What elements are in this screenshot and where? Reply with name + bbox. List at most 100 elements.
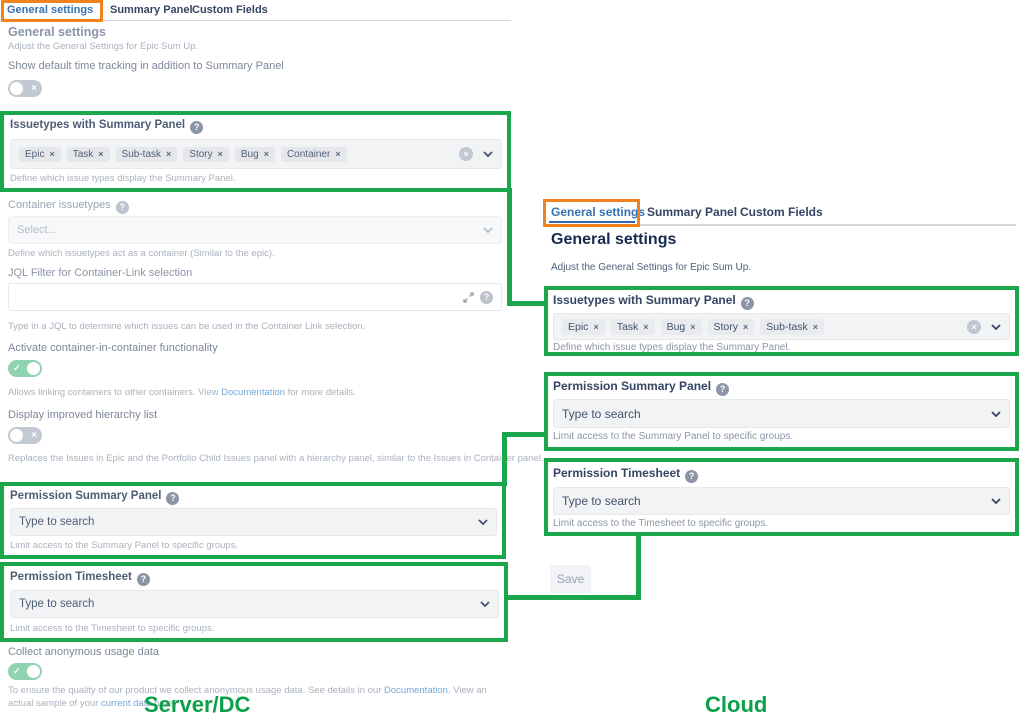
tag-subtask[interactable]: Sub-task× <box>115 146 178 162</box>
tag-task[interactable]: Task× <box>610 318 655 335</box>
tag-story[interactable]: Story× <box>707 318 755 335</box>
remove-tag-icon[interactable]: × <box>263 149 269 159</box>
page-subtitle: Adjust the General Settings for Epic Sum… <box>551 262 752 273</box>
toggle-on-icon: ✓ <box>13 666 21 676</box>
hierarchy-list-help: Replaces the Issues in Epic and the Port… <box>8 453 544 464</box>
container-issuetypes-select[interactable]: Select... <box>8 216 502 244</box>
page-title: General settings <box>551 231 677 248</box>
remove-tag-icon[interactable]: × <box>166 149 172 159</box>
permission-summary-section: Permission Summary Panel? Type to search… <box>544 372 1019 451</box>
help-icon[interactable]: ? <box>190 121 204 134</box>
usage-data-label: Collect anonymous usage data <box>8 646 160 658</box>
help-icon[interactable]: ? <box>136 573 150 586</box>
documentation-link[interactable]: Documentation <box>384 685 448 696</box>
remove-tag-icon[interactable]: × <box>743 321 749 332</box>
chevron-down-icon[interactable] <box>991 498 1001 504</box>
tag-bug[interactable]: Bug× <box>234 146 275 162</box>
tab-summary-panel-server[interactable]: Summary Panel <box>110 4 193 16</box>
permission-summary-help: Limit access to the Summary Panel to spe… <box>10 540 239 551</box>
permission-timesheet-select[interactable]: Type to search <box>553 487 1010 515</box>
chevron-down-icon[interactable] <box>478 519 488 525</box>
time-tracking-toggle[interactable]: × <box>8 80 42 97</box>
remove-tag-icon[interactable]: × <box>217 149 223 159</box>
save-button[interactable]: Save <box>550 565 591 593</box>
expand-icon[interactable] <box>463 291 474 303</box>
help-icon[interactable]: ? <box>740 297 754 310</box>
tag-task[interactable]: Task× <box>66 146 110 162</box>
help-icon[interactable]: ? <box>115 201 129 214</box>
chevron-down-icon[interactable] <box>480 601 490 607</box>
toggle-knob <box>10 82 23 95</box>
chevron-down-icon[interactable] <box>483 151 493 157</box>
permission-timesheet-section: Permission Timesheet? Type to search Lim… <box>0 562 508 642</box>
clear-all-icon[interactable]: × <box>967 319 981 334</box>
current-data-link[interactable]: current data <box>100 698 152 709</box>
tab-custom-fields-cloud[interactable]: Custom Fields <box>740 205 823 219</box>
annotation-connector-permission-timesheet-horizontal <box>504 595 641 600</box>
container-in-container-help: Allows linking containers to other conta… <box>8 387 356 398</box>
permission-summary-select[interactable]: Type to search <box>10 508 497 536</box>
issuetypes-multiselect[interactable]: Epic× Task× Bug× Story× Sub-task× × <box>553 313 1010 340</box>
clear-all-icon[interactable]: × <box>459 147 473 161</box>
annotation-connector-permission-summary-horizontal <box>502 432 548 437</box>
permission-timesheet-select[interactable]: Type to search <box>10 590 499 618</box>
tab-summary-panel-cloud[interactable]: Summary Panel <box>647 205 738 219</box>
documentation-link[interactable]: Documentation <box>221 387 286 398</box>
issuetypes-multiselect[interactable]: Epic× Task× Sub-task× Story× Bug× Contai… <box>10 139 502 169</box>
tab-custom-fields-server[interactable]: Custom Fields <box>192 4 268 16</box>
remove-tag-icon[interactable]: × <box>812 321 818 332</box>
tab-general-settings-cloud[interactable]: General settings <box>551 205 646 219</box>
chevron-down-icon[interactable] <box>483 227 493 233</box>
help-icon[interactable]: ? <box>685 470 699 483</box>
tag-epic[interactable]: Epic× <box>19 146 61 162</box>
toggle-on-icon: ✓ <box>13 363 21 373</box>
chevron-down-icon[interactable] <box>991 410 1001 417</box>
remove-tag-icon[interactable]: × <box>593 321 599 332</box>
toggle-off-icon: × <box>31 430 37 441</box>
container-in-container-toggle[interactable]: ✓ <box>8 360 42 377</box>
issuetypes-help: Define which issue types display the Sum… <box>553 342 791 353</box>
permission-summary-label: Permission Summary Panel? <box>553 379 730 396</box>
usage-data-toggle[interactable]: ✓ <box>8 663 42 680</box>
annotation-connector-permission-summary-vertical <box>502 432 507 486</box>
remove-tag-icon[interactable]: × <box>643 321 649 332</box>
help-icon[interactable]: ? <box>480 290 493 304</box>
permission-timesheet-help: Limit access to the Timesheet to specifi… <box>553 518 769 529</box>
tag-container[interactable]: Container× <box>280 146 347 162</box>
time-tracking-label: Show default time tracking in addition t… <box>8 60 284 72</box>
jql-filter-label: JQL Filter for Container-Link selection <box>8 267 193 279</box>
tag-bug[interactable]: Bug× <box>660 318 702 335</box>
cloud-caption: Cloud <box>705 692 768 717</box>
tag-story[interactable]: Story× <box>183 146 229 162</box>
remove-tag-icon[interactable]: × <box>690 321 696 332</box>
container-in-container-label: Activate container-in-container function… <box>8 342 218 354</box>
issuetypes-section: Issuetypes with Summary Panel? Epic× Tas… <box>0 111 511 192</box>
jql-filter-input[interactable]: ? <box>8 283 502 311</box>
remove-tag-icon[interactable]: × <box>98 149 104 159</box>
help-icon[interactable]: ? <box>166 492 180 505</box>
container-issuetypes-help: Define which issuetypes act as a contain… <box>8 248 275 259</box>
permission-timesheet-section: Permission Timesheet? Type to search Lim… <box>544 458 1019 536</box>
hierarchy-list-label: Display improved hierarchy list <box>8 409 158 421</box>
server-caption: Server/DC <box>144 692 251 717</box>
tag-epic[interactable]: Epic× <box>562 318 605 335</box>
toggle-off-icon: × <box>31 83 37 94</box>
tag-subtask[interactable]: Sub-task× <box>760 318 824 335</box>
page-subtitle: Adjust the General Settings for Epic Sum… <box>8 41 199 52</box>
chevron-down-icon[interactable] <box>991 323 1001 330</box>
issuetypes-help: Define which issue types display the Sum… <box>10 173 236 184</box>
remove-tag-icon[interactable]: × <box>335 149 341 159</box>
permission-summary-select[interactable]: Type to search <box>553 399 1010 428</box>
tab-general-settings-server[interactable]: General settings <box>7 4 94 16</box>
issuetypes-label: Issuetypes with Summary Panel? <box>553 293 754 310</box>
issuetypes-section: Issuetypes with Summary Panel? Epic× Tas… <box>544 286 1019 356</box>
page-title: General settings <box>8 25 106 39</box>
permission-summary-help: Limit access to the Summary Panel to spe… <box>553 431 794 442</box>
permission-summary-label: Permission Summary Panel? <box>10 490 180 505</box>
usage-data-help: To ensure the quality of our product we … <box>8 685 487 709</box>
remove-tag-icon[interactable]: × <box>49 149 55 159</box>
hierarchy-list-toggle[interactable]: × <box>8 427 42 444</box>
help-icon[interactable]: ? <box>716 383 730 396</box>
active-tab-underline <box>549 221 635 223</box>
